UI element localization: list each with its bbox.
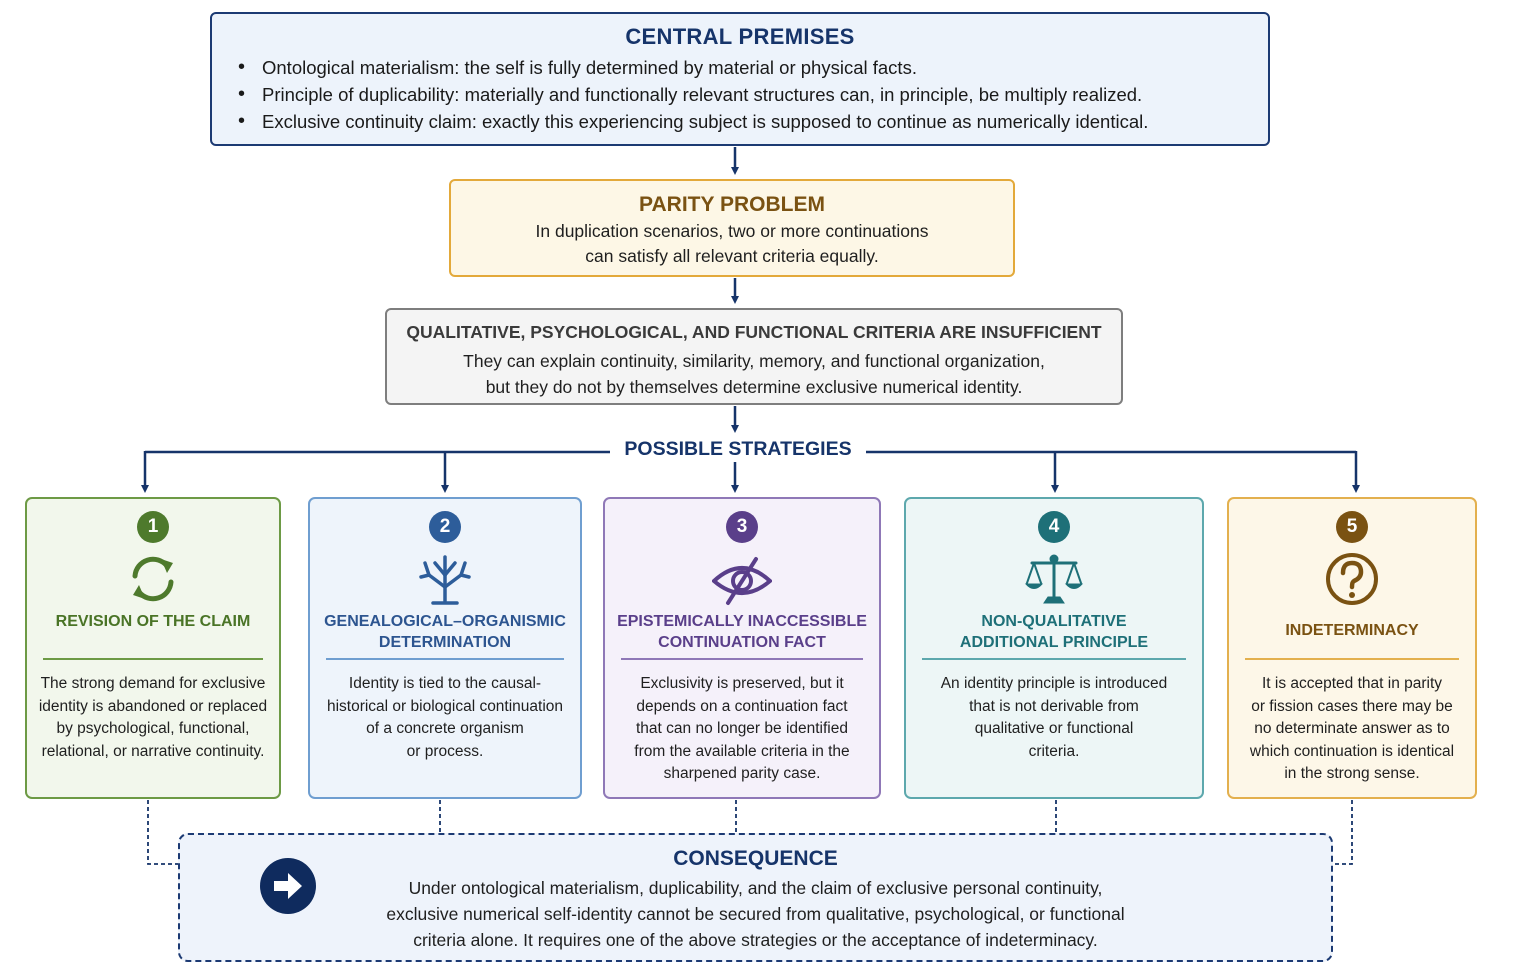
insufficient-description: They can explain continuity, similarity,… xyxy=(387,348,1121,400)
strategy-description-line: criteria. xyxy=(1028,742,1080,760)
strategy-description-line: It is accepted that in parity xyxy=(1261,675,1443,692)
strategy-description: It is accepted that in parity or fission… xyxy=(1237,673,1467,786)
parity-line: In duplication scenarios, two or more co… xyxy=(535,221,929,241)
strategy-card-indeterminacy: 5 INDETERMINACY It is accepted that in p… xyxy=(1227,497,1477,799)
strategy-description-line: An identity principle is introduced xyxy=(940,675,1168,692)
strategy-number-badge: 1 xyxy=(137,511,169,543)
strategy-description-line: relational, or narrative continuity. xyxy=(41,742,265,760)
divider xyxy=(922,658,1186,660)
premises-title: CENTRAL PREMISES xyxy=(625,24,855,49)
strategy-number-badge: 2 xyxy=(429,511,461,543)
strategy-description-line: sharpened parity case. xyxy=(663,765,821,782)
strategy-title: NON-QUALITATIVE ADDITIONAL PRINCIPLE xyxy=(912,611,1196,653)
consequence-line: exclusive numerical self-identity cannot… xyxy=(386,904,1125,924)
consequence-box: CONSEQUENCE Under ontological materialis… xyxy=(178,833,1333,962)
strategy-title: EPISTEMICALLY INACCESSIBLE CONTINUATION … xyxy=(611,611,873,653)
strategy-description-line: historical or biological continuation xyxy=(326,697,564,715)
parity-problem-box: PARITY PROBLEM In duplication scenarios,… xyxy=(449,179,1015,277)
arrow-right-circle-icon xyxy=(260,858,316,914)
strategy-description-line: Identity is tied to the causal- xyxy=(348,675,542,692)
strategy-card-epistemic: 3 EPISTEMICALLY INACCESSIBLE CONTINUATIO… xyxy=(603,497,881,799)
strategy-description-line: from the available criteria in the xyxy=(634,742,850,760)
refresh-icon xyxy=(132,556,174,602)
consequence-title: CONSEQUENCE xyxy=(673,847,838,870)
tree-icon xyxy=(419,555,471,605)
strategy-card-genealogical: 2 GENEALOGICAL–ORGANISMIC DETERMINATION … xyxy=(308,497,582,799)
strategy-description: Exclusivity is preserved, but it depends… xyxy=(613,673,871,786)
strategy-title-line: REVISION OF THE CLAIM xyxy=(55,613,251,630)
consequence-description: Under ontological materialism, duplicabi… xyxy=(290,875,1221,953)
consequence-line: Under ontological materialism, duplicabi… xyxy=(408,878,1103,898)
strategy-description-line: or fission cases there may be xyxy=(1251,697,1453,715)
premise-item: Exclusive continuity claim: exactly this… xyxy=(238,108,1148,135)
strategy-description-line: in the strong sense. xyxy=(1284,765,1420,782)
dashed-link-card-1 xyxy=(147,800,178,865)
consequence-line: criteria alone. It requires one of the a… xyxy=(413,930,1098,950)
insufficient-line: They can explain continuity, similarity,… xyxy=(463,351,1045,371)
strategy-description-line: of a concrete organism xyxy=(366,720,524,737)
premises-list: Ontological materialism: the self is ful… xyxy=(238,54,1148,135)
strategy-description-line: Exclusivity is preserved, but it xyxy=(640,675,844,692)
strategy-title-line: DETERMINATION xyxy=(378,634,512,651)
strategy-card-non-qualitative: 4 NON-QUALITATIVE ADDITIONAL PRINCIPLE A… xyxy=(904,497,1204,799)
strategy-number-badge: 5 xyxy=(1336,511,1368,543)
eye-slash-icon xyxy=(712,557,772,605)
strategy-number-badge: 3 xyxy=(726,511,758,543)
strategy-description: An identity principle is introduced that… xyxy=(914,673,1194,763)
strategy-title-line: CONTINUATION FACT xyxy=(658,634,826,651)
strategy-description-line: depends on a continuation fact xyxy=(636,697,848,715)
strategy-description-line: or process. xyxy=(406,742,484,760)
insufficient-title: QUALITATIVE, PSYCHOLOGICAL, AND FUNCTION… xyxy=(406,322,1102,342)
strategy-title-line: NON-QUALITATIVE xyxy=(981,613,1127,630)
dashed-link-card-5 xyxy=(1333,800,1353,865)
insufficient-line: but they do not by themselves determine … xyxy=(485,377,1023,397)
divider xyxy=(43,658,263,660)
divider xyxy=(1245,658,1459,660)
strategy-number-badge: 4 xyxy=(1038,511,1070,543)
question-icon xyxy=(1326,553,1378,605)
insufficient-criteria-box: QUALITATIVE, PSYCHOLOGICAL, AND FUNCTION… xyxy=(385,308,1123,405)
scales-icon xyxy=(1024,554,1084,604)
central-premises-box: CENTRAL PREMISES Ontological materialism… xyxy=(210,12,1270,146)
strategy-title-line: ADDITIONAL PRINCIPLE xyxy=(959,634,1149,651)
strategy-description-line: identity is abandoned or replaced xyxy=(38,697,268,715)
strategy-description-line: which continuation is identical xyxy=(1249,742,1455,760)
strategy-description-line: by psychological, functional, xyxy=(56,720,250,737)
parity-title: PARITY PROBLEM xyxy=(639,193,825,216)
strategy-title-line: EPISTEMICALLY INACCESSIBLE xyxy=(617,613,867,630)
divider xyxy=(621,658,863,660)
strategy-title-line: GENEALOGICAL–ORGANISMIC xyxy=(324,613,566,630)
premise-item: Ontological materialism: the self is ful… xyxy=(238,54,1148,81)
parity-description: In duplication scenarios, two or more co… xyxy=(451,219,1013,269)
premise-item: Principle of duplicability: materially a… xyxy=(238,81,1148,108)
strategy-title: REVISION OF THE CLAIM xyxy=(33,611,273,632)
strategy-card-revision: 1 REVISION OF THE CLAIM The strong deman… xyxy=(25,497,281,799)
divider xyxy=(326,658,564,660)
strategy-description: The strong demand for exclusive identity… xyxy=(35,673,271,763)
strategy-description-line: no determinate answer as to xyxy=(1254,720,1450,737)
strategy-description-line: that is not derivable from xyxy=(969,697,1139,715)
strategy-title-line: INDETERMINACY xyxy=(1285,622,1419,639)
strategy-title: INDETERMINACY xyxy=(1235,620,1469,641)
parity-line: can satisfy all relevant criteria equall… xyxy=(585,246,879,266)
strategy-description-line: qualitative or functional xyxy=(974,720,1134,737)
possible-strategies-label: POSSIBLE STRATEGIES xyxy=(610,437,866,461)
strategy-description: Identity is tied to the causal- historic… xyxy=(318,673,572,763)
strategy-description-line: The strong demand for exclusive xyxy=(40,675,266,692)
strategy-title: GENEALOGICAL–ORGANISMIC DETERMINATION xyxy=(316,611,574,653)
strategy-description-line: that can no longer be identified xyxy=(636,720,848,737)
